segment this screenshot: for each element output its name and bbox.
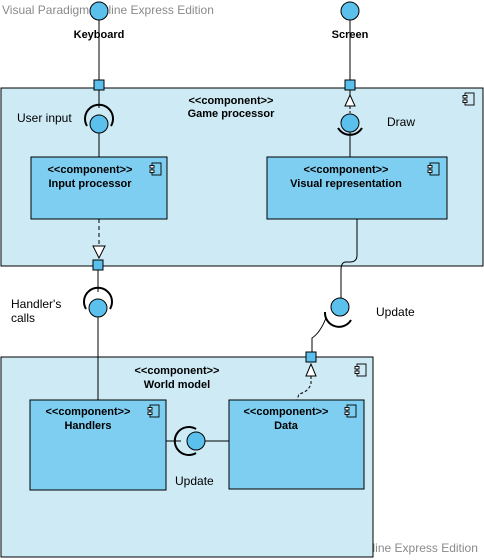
update-right-label: Update bbox=[376, 305, 415, 319]
world-model-stereotype: <<component>> bbox=[135, 365, 220, 377]
handlers-calls-interface[interactable]: Handler's calls bbox=[11, 270, 113, 400]
keyboard-interface[interactable]: Keyboard bbox=[74, 1, 125, 91]
handlers-component[interactable]: <<component>> Handlers bbox=[29, 399, 167, 491]
user-input-interface[interactable]: User input bbox=[17, 90, 114, 157]
draw-label: Draw bbox=[387, 115, 415, 129]
keyboard-port bbox=[93, 79, 105, 91]
update-right-interface[interactable]: Update bbox=[296, 219, 415, 401]
data-stereotype: <<component>> bbox=[244, 406, 329, 418]
visual-representation-component[interactable]: <<component>> Visual representation bbox=[266, 156, 448, 220]
data-name: Data bbox=[274, 420, 299, 432]
update-bottom-label: Update bbox=[175, 474, 214, 488]
world-model-name: World model bbox=[144, 379, 210, 391]
keyboard-label: Keyboard bbox=[74, 29, 125, 41]
screen-port bbox=[344, 79, 356, 91]
handlers-calls-label-2: calls bbox=[11, 311, 35, 325]
visual-representation-name: Visual representation bbox=[290, 178, 402, 190]
game-processor-bottom-port bbox=[92, 259, 104, 271]
screen-interface[interactable]: Screen bbox=[332, 1, 369, 91]
input-processor-stereotype: <<component>> bbox=[48, 164, 133, 176]
screen-label: Screen bbox=[332, 29, 369, 41]
draw-interface[interactable]: Draw bbox=[337, 90, 415, 157]
user-input-label: User input bbox=[17, 111, 72, 125]
handlers-calls-label-1: Handler's bbox=[11, 297, 61, 311]
input-processor-component[interactable]: <<component>> Input processor bbox=[30, 156, 168, 220]
visual-representation-stereotype: <<component>> bbox=[304, 164, 389, 176]
game-processor-name: Game processor bbox=[188, 108, 276, 120]
update-bottom-interface[interactable]: Update bbox=[166, 426, 229, 488]
world-model-port bbox=[305, 351, 317, 363]
handlers-stereotype: <<component>> bbox=[46, 406, 131, 418]
data-component[interactable]: <<component>> Data bbox=[228, 399, 365, 490]
game-processor-stereotype: <<component>> bbox=[189, 95, 274, 107]
input-processor-name: Input processor bbox=[48, 178, 132, 190]
handlers-name: Handlers bbox=[64, 420, 111, 432]
